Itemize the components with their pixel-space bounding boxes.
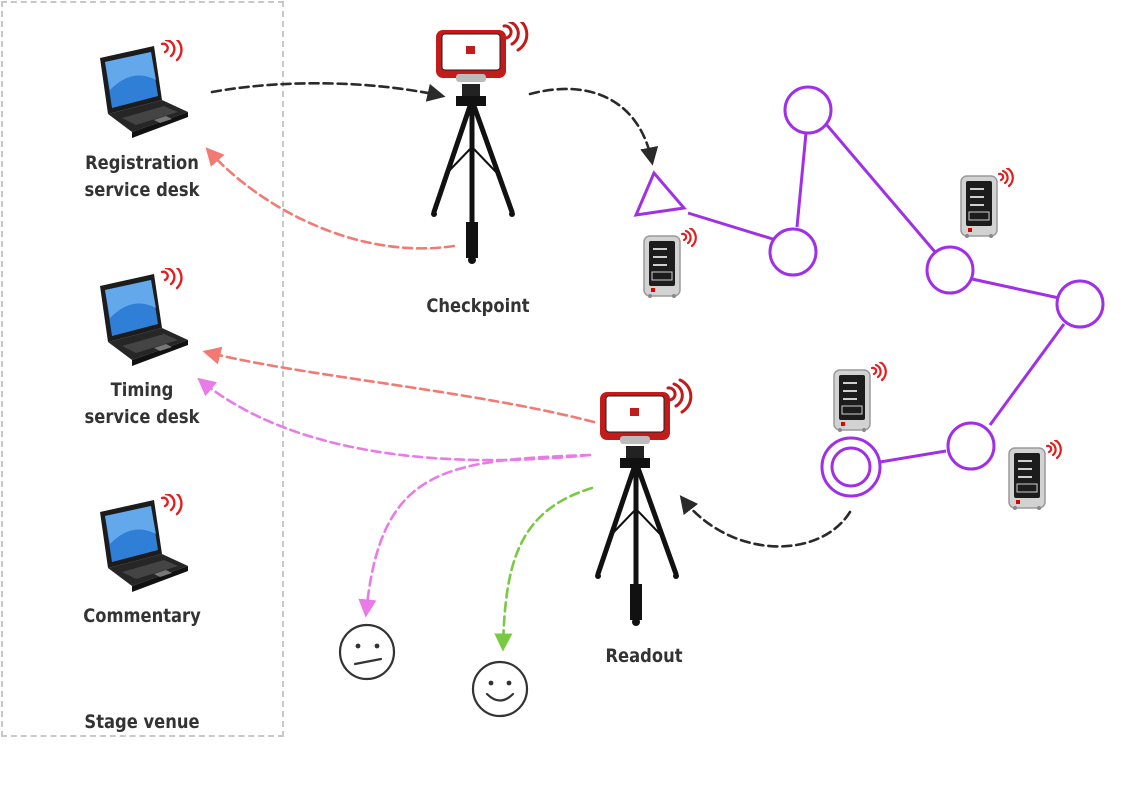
arrow-finish-to-readout: [679, 495, 852, 548]
commentary-laptop-icon: [98, 494, 190, 594]
tracker-icon: [832, 362, 887, 434]
arrow-registration-to-checkpoint: [210, 81, 446, 102]
course-node: [1055, 279, 1105, 329]
course-node: [783, 85, 833, 135]
registration-label-line1: Registration: [85, 152, 199, 174]
neutral-face-icon: [338, 623, 396, 681]
registration-label-line2: service desk: [84, 179, 200, 201]
stage-venue-label: Stage venue: [84, 711, 200, 733]
tracker-icon: [959, 168, 1014, 240]
checkpoint-label: Checkpoint: [426, 295, 530, 317]
stage-venue-box: [1, 1, 284, 737]
course-route: [633, 85, 1105, 498]
registration-label: Registration service desk: [73, 150, 211, 204]
happy-face-icon: [471, 660, 529, 718]
timing-label: Timing service desk: [73, 377, 211, 431]
registration-laptop-icon: [98, 40, 190, 140]
timing-label-line2: service desk: [84, 406, 200, 428]
course-finish-inner: [830, 446, 872, 488]
arrow-readout-to-happy-face: [494, 486, 594, 652]
arrow-checkpoint-to-registration: [205, 147, 456, 250]
tracker-icon: [642, 228, 697, 300]
arrow-readout-to-neutral-face: [358, 453, 592, 618]
timing-laptop-icon: [98, 268, 190, 368]
course-start-triangle: [633, 170, 687, 217]
arrow-readout-to-timing-pink: [197, 377, 592, 462]
commentary-label: Commentary: [73, 603, 211, 630]
course-node: [946, 421, 996, 471]
readout-label: Readout: [605, 645, 683, 667]
course-node: [768, 227, 818, 277]
course-node: [925, 245, 975, 295]
arrow-checkpoint-to-course: [528, 87, 659, 166]
tracker-icon: [1007, 440, 1062, 512]
arrow-readout-to-timing: [202, 346, 596, 424]
commentary-label-line1: Commentary: [83, 605, 201, 627]
checkpoint-tripod-icon: [431, 18, 527, 264]
timing-label-line1: Timing: [110, 379, 174, 401]
readout-tripod-icon: [595, 380, 691, 626]
